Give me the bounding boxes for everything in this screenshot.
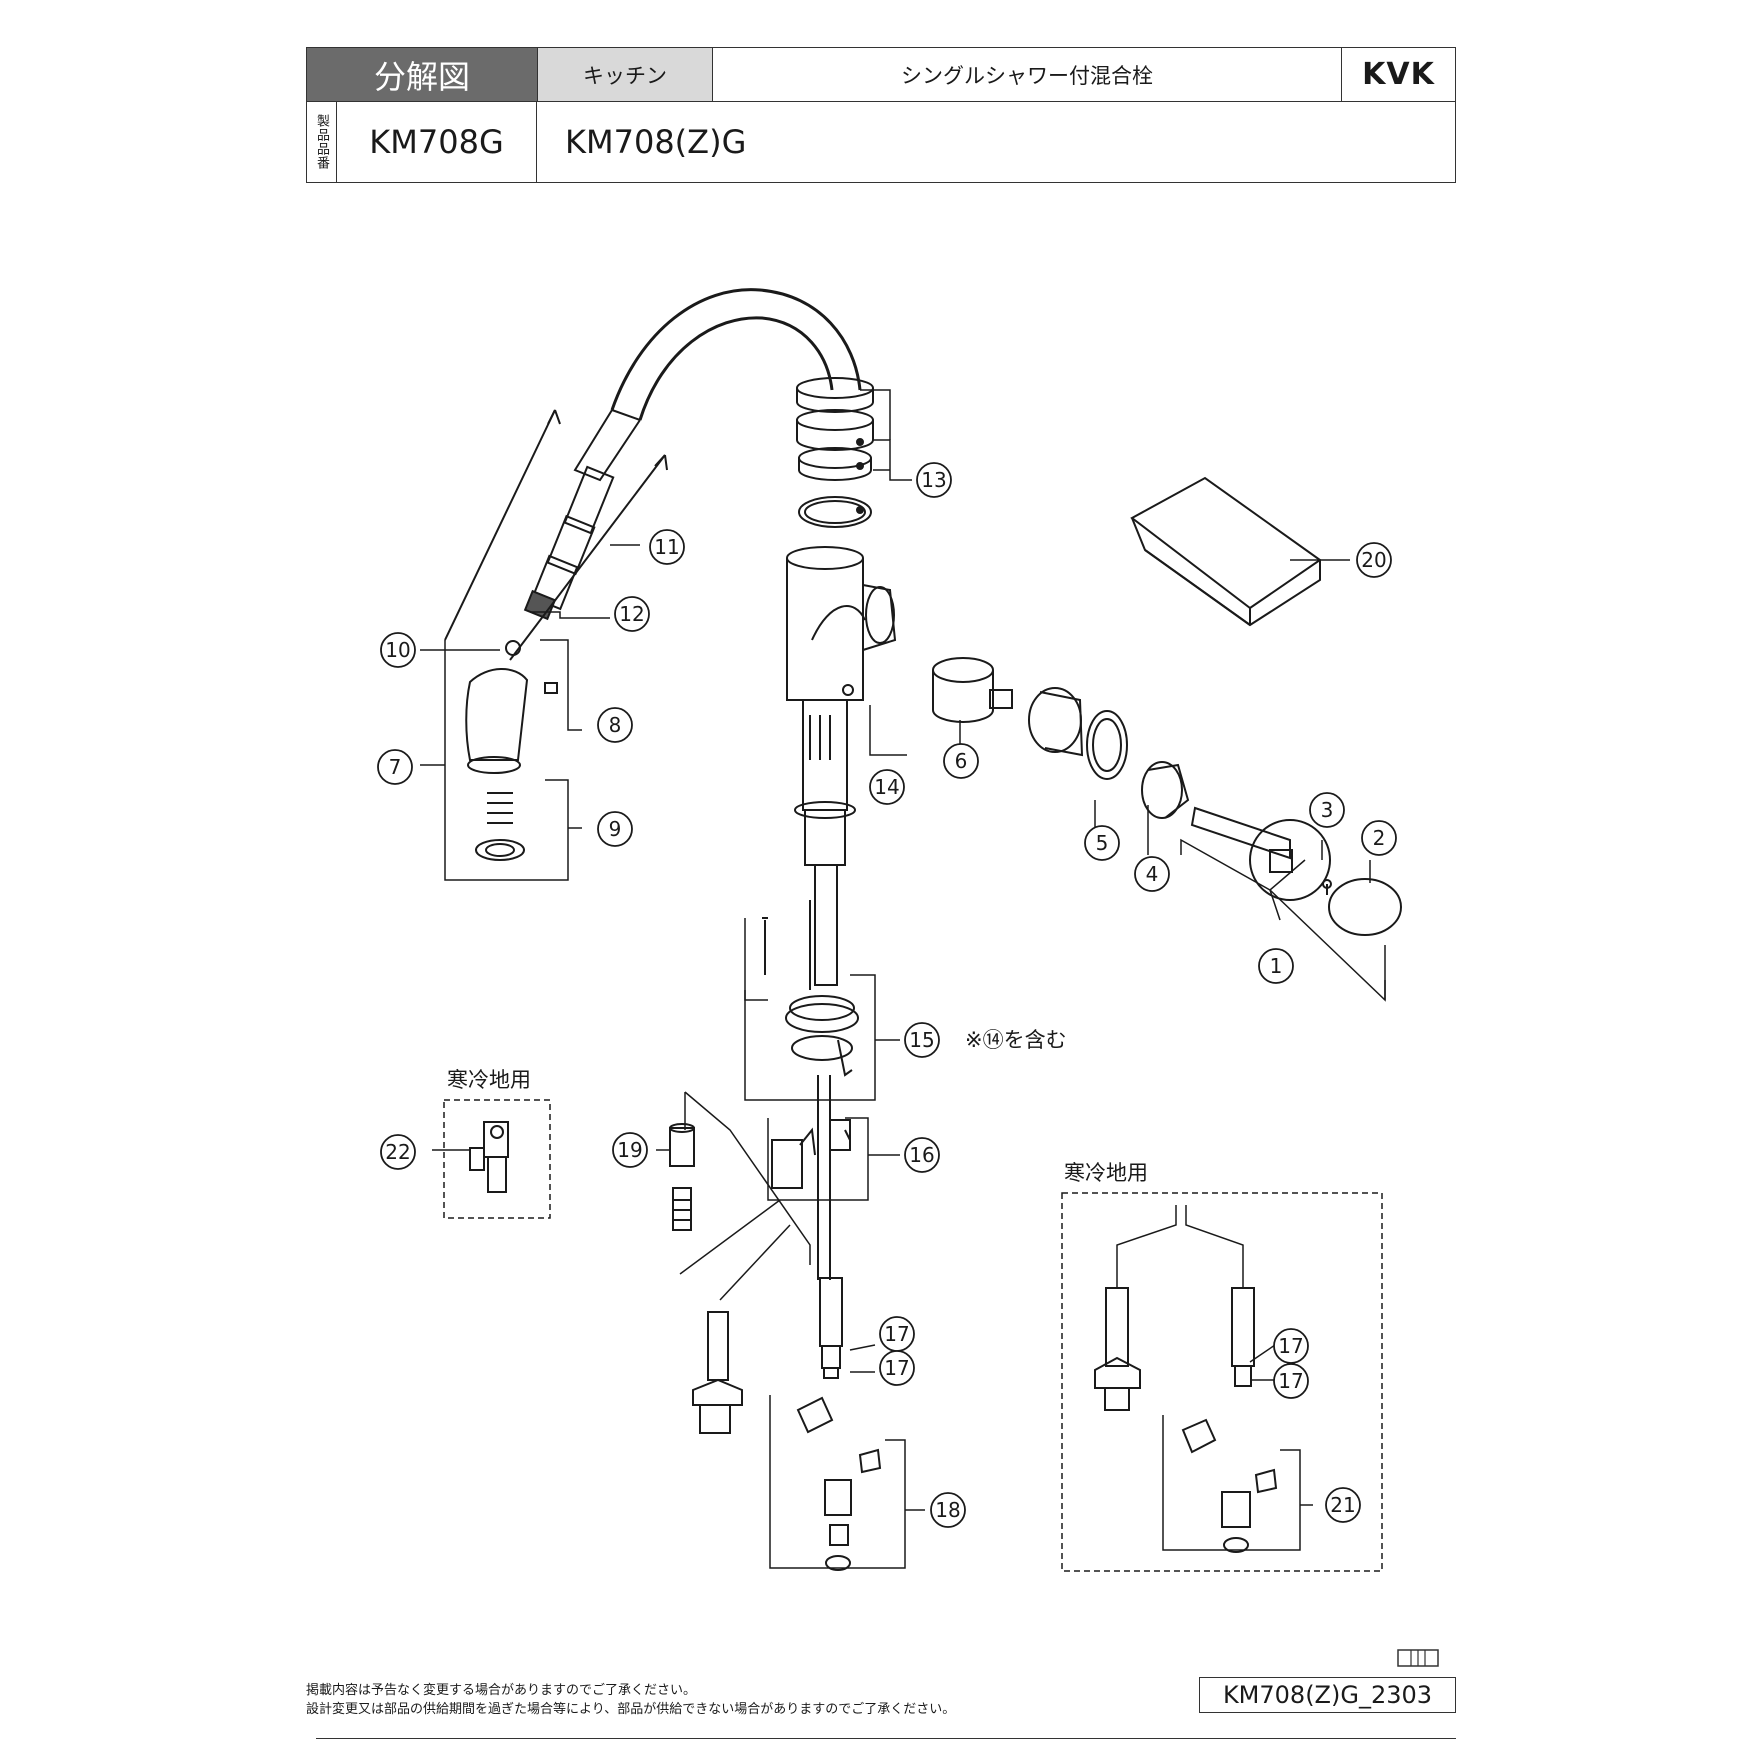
spout-hose xyxy=(610,288,862,421)
model-number: KM708G xyxy=(337,101,537,182)
callout-number: 8 xyxy=(609,713,622,737)
callout-19: 19 xyxy=(612,1132,648,1168)
callout-22: 22 xyxy=(380,1134,416,1170)
callout-7: 7 xyxy=(377,749,413,785)
diagram-title: 分解図 xyxy=(307,48,537,101)
arrow-line-2 xyxy=(509,454,666,661)
callout-9: 9 xyxy=(597,811,633,847)
callout-number: 16 xyxy=(909,1143,934,1167)
callout-number: 18 xyxy=(935,1498,960,1522)
document-code: KM708(Z)G_2303 xyxy=(1199,1677,1456,1713)
callout-number: 6 xyxy=(955,749,968,773)
arrow-line-1 xyxy=(444,409,556,641)
callout-number: 17 xyxy=(884,1356,909,1380)
callout-number: 9 xyxy=(609,817,622,841)
callout-6: 6 xyxy=(943,743,979,779)
clamp-parts xyxy=(771,1119,851,1189)
callout-number: 21 xyxy=(1330,1493,1355,1517)
callout-10: 10 xyxy=(380,632,416,668)
callout-number: 1 xyxy=(1270,954,1283,978)
spray-head xyxy=(465,640,558,861)
callout-number: 10 xyxy=(385,638,410,662)
hose-connector xyxy=(523,409,641,621)
cold-region-label-right: 寒冷地用 xyxy=(1064,1161,1148,1185)
callout-number: 15 xyxy=(909,1028,934,1052)
callout-3: 3 xyxy=(1309,792,1345,828)
callout-20: 20 xyxy=(1356,542,1392,578)
disclaimer-line-1: 掲載内容は予告なく変更する場合がありますのでご了承ください。 xyxy=(306,1683,697,1698)
cold-region-box-21 xyxy=(1061,1192,1383,1572)
faucet-body xyxy=(786,546,897,701)
body-stem xyxy=(794,699,856,990)
callout-number: 11 xyxy=(654,535,679,559)
callout-18: 18 xyxy=(930,1492,966,1528)
callout-8: 8 xyxy=(597,707,633,743)
callout-number: 7 xyxy=(389,755,402,779)
callout-number: 13 xyxy=(921,468,946,492)
callout-17a: 17 xyxy=(879,1316,915,1352)
callout-13: 13 xyxy=(916,462,952,498)
callout-11: 11 xyxy=(649,529,685,565)
leader-lines xyxy=(420,389,1386,1569)
spout-base-parts xyxy=(796,377,874,528)
callout-number: 17 xyxy=(1278,1334,1303,1358)
callout-number: 4 xyxy=(1146,862,1159,886)
cold-region-label-left: 寒冷地用 xyxy=(447,1068,531,1092)
tray xyxy=(1130,476,1322,627)
header-table: 分解図 キッチン シングルシャワー付混合栓 KVK 製品品番 KM708G KM… xyxy=(306,47,1456,183)
model-variant: KM708(Z)G xyxy=(565,122,747,161)
cold-region-box-22 xyxy=(443,1099,551,1219)
callout-1: 1 xyxy=(1258,948,1294,984)
callout-number: 17 xyxy=(884,1322,909,1346)
cold-region-valve xyxy=(469,1121,509,1193)
callout-number: 12 xyxy=(619,602,644,626)
supply-hose-center xyxy=(819,1277,843,1379)
item15-note: ※⑭を含む xyxy=(965,1028,1067,1052)
callout-12: 12 xyxy=(614,596,650,632)
cartridge xyxy=(932,657,1013,723)
callout-number: 20 xyxy=(1361,548,1386,572)
callout-number: 17 xyxy=(1278,1369,1303,1393)
document-icon xyxy=(1397,1649,1439,1667)
product-category: キッチン xyxy=(537,48,713,101)
callout-number: 3 xyxy=(1321,798,1334,822)
callout-21: 21 xyxy=(1325,1487,1361,1523)
bottom-rule xyxy=(316,1738,1456,1739)
callout-5: 5 xyxy=(1084,825,1120,861)
nut-5 xyxy=(1086,710,1128,780)
cover-ring-4 xyxy=(1141,761,1190,819)
callout-number: 5 xyxy=(1096,831,1109,855)
callout-17b: 17 xyxy=(879,1350,915,1386)
cold-region-hoses xyxy=(1094,1287,1255,1411)
fitting-kit-21 xyxy=(1181,1418,1278,1553)
brand-logo: KVK xyxy=(1341,48,1455,101)
callout-2: 2 xyxy=(1361,820,1397,856)
header-row-bottom: 製品品番 KM708G KM708(Z)G xyxy=(307,101,1455,182)
product-name: シングルシャワー付混合栓 xyxy=(901,63,1153,88)
callout-15: 15 xyxy=(904,1022,940,1058)
callout-layer: 1234567891011121314151617171717181920212… xyxy=(377,462,1397,1528)
disclaimer-line-2: 設計変更又は部品の供給期間を過ぎた場合等により、部品が供給できない場合があります… xyxy=(306,1702,956,1717)
fitting-19 xyxy=(669,1123,695,1231)
mounting-assembly xyxy=(762,917,859,1077)
callout-4: 4 xyxy=(1134,856,1170,892)
callout-17c: 17 xyxy=(1273,1328,1309,1364)
callout-17d: 17 xyxy=(1273,1363,1309,1399)
fitting-kit-18 xyxy=(796,1396,882,1571)
callout-number: 22 xyxy=(385,1140,410,1164)
product-number-label: 製品品番 xyxy=(307,101,337,182)
callout-number: 19 xyxy=(617,1138,642,1162)
supply-hose-left xyxy=(692,1311,743,1434)
callout-14: 14 xyxy=(869,769,905,805)
header-row-top: 分解図 キッチン シングルシャワー付混合栓 KVK xyxy=(307,48,1455,102)
callout-number: 2 xyxy=(1373,826,1386,850)
callout-16: 16 xyxy=(904,1137,940,1173)
lever-handle xyxy=(1190,806,1402,936)
callout-number: 14 xyxy=(874,775,899,799)
sleeve xyxy=(1028,687,1084,757)
